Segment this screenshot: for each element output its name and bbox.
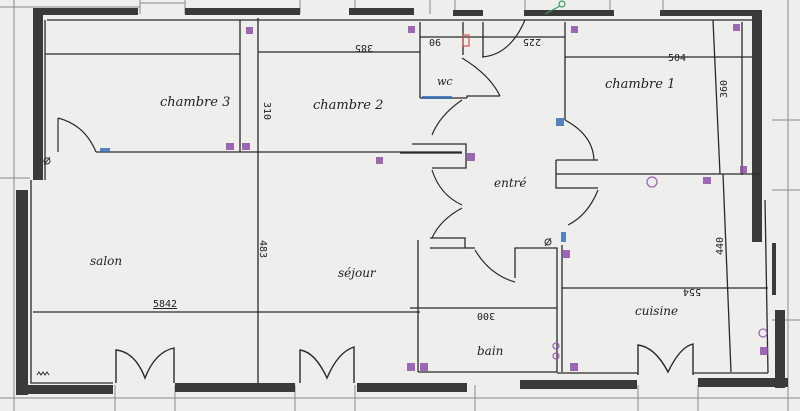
room-label-sejour: séjour bbox=[338, 266, 376, 280]
dimension-salon-width: 5842 bbox=[153, 299, 178, 310]
socket-markers bbox=[226, 24, 768, 371]
dimension-sejour-height: 483 bbox=[257, 240, 268, 259]
dimension-wc-width: 90 bbox=[429, 36, 442, 47]
room-label-chambre2: chambre 2 bbox=[313, 98, 384, 113]
room-label-cuisine: cuisine bbox=[635, 304, 679, 318]
switch-markers bbox=[100, 96, 566, 242]
window-bays bbox=[115, 343, 694, 383]
room-label-salon: salon bbox=[90, 254, 123, 268]
room-label-bain: bain bbox=[477, 344, 504, 358]
dimension-entree-width: 225 bbox=[523, 36, 542, 47]
door-swings bbox=[57, 19, 599, 283]
red-marker bbox=[462, 34, 470, 47]
dimension-chambre3-height: 310 bbox=[261, 102, 272, 121]
dimension-bain-width: 300 bbox=[477, 310, 496, 321]
green-marker bbox=[544, 0, 566, 15]
dimension-chambre1-height: 360 bbox=[719, 79, 730, 98]
dimension-chambre1-width: 504 bbox=[668, 53, 687, 64]
dimension-chambre2-width: 385 bbox=[355, 42, 374, 53]
room-label-chambre3: chambre 3 bbox=[160, 95, 231, 110]
socket-circles bbox=[552, 176, 768, 360]
room-label-wc: wc bbox=[437, 75, 453, 88]
dimension-cuisine-width: 554 bbox=[683, 286, 702, 297]
small-symbols bbox=[36, 156, 552, 376]
exterior-walls bbox=[16, 8, 788, 395]
dimension-cuisine-height: 440 bbox=[715, 236, 726, 255]
room-label-entree: entré bbox=[494, 176, 527, 190]
room-label-chambre1: chambre 1 bbox=[605, 77, 676, 92]
interior-walls bbox=[30, 18, 769, 384]
